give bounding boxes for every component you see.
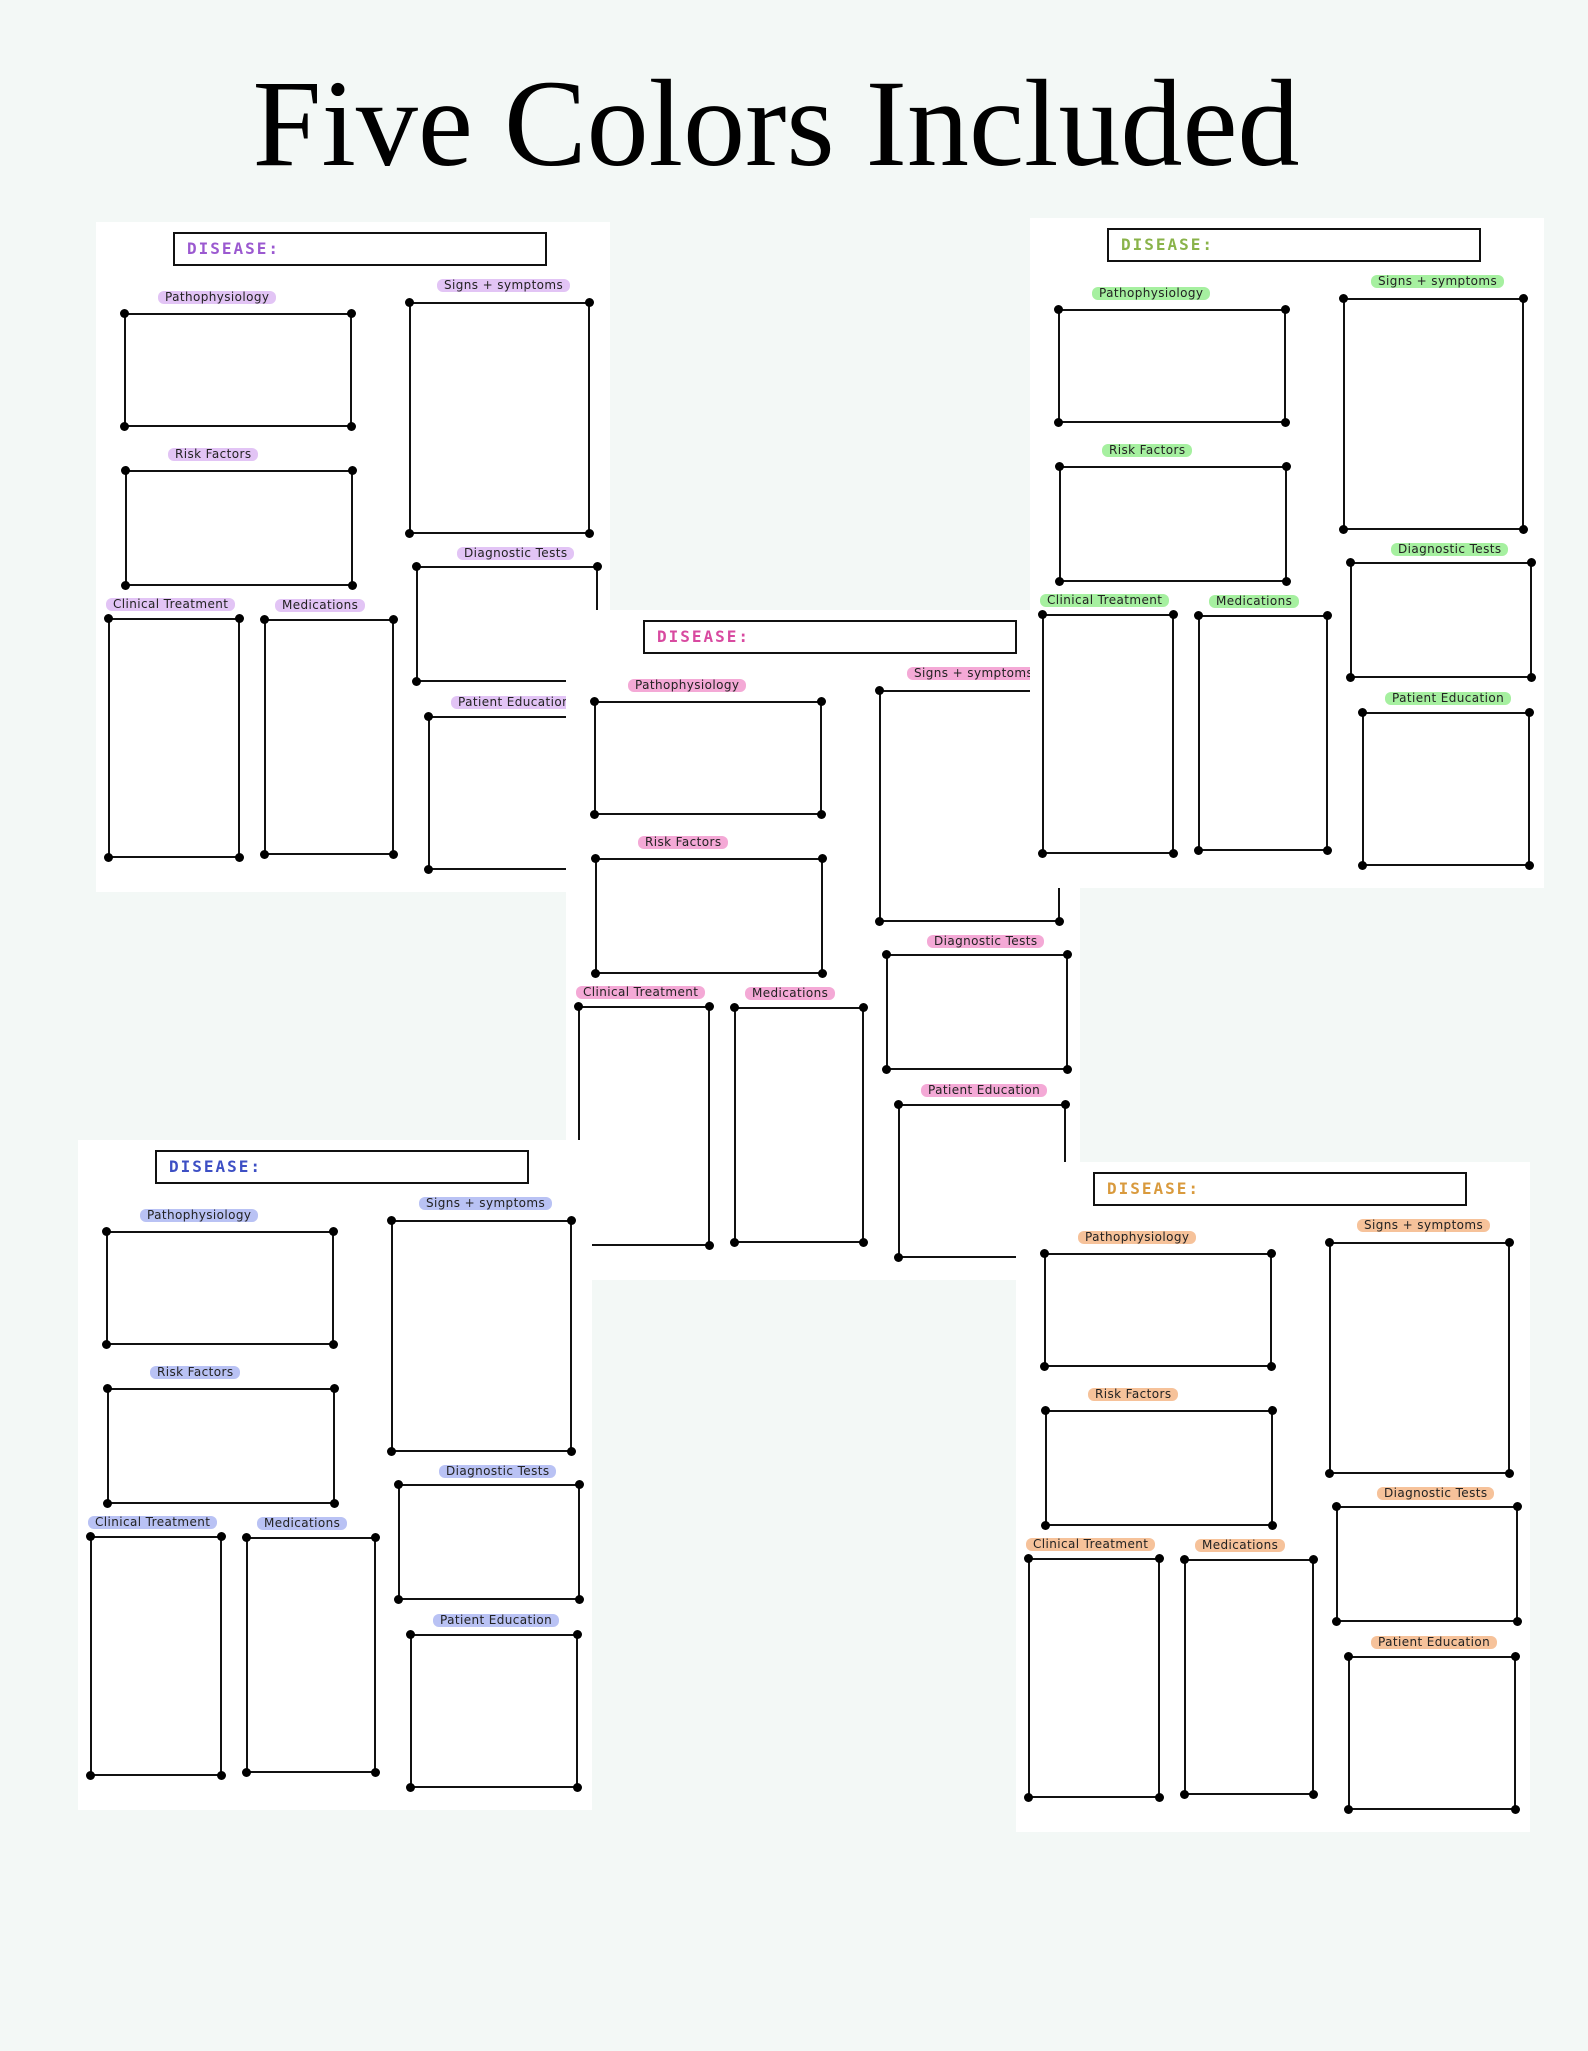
diagnostic-tests-label: Diagnostic Tests <box>1377 1487 1495 1500</box>
risk-factors-label: Risk Factors <box>168 448 259 461</box>
diagnostic-tests-label: Diagnostic Tests <box>457 547 575 560</box>
pathophysiology-box <box>102 1227 338 1349</box>
worksheet-preview-green: DISEASE: Pathophysiology Signs + symptom… <box>1030 218 1544 888</box>
patient-education-label: Patient Education <box>433 1614 560 1627</box>
medications-label: Medications <box>745 987 836 1000</box>
disease-field: DISEASE: <box>643 620 1017 654</box>
signs-symptoms-label: Signs + symptoms <box>907 667 1041 680</box>
risk-factors-box <box>121 466 357 590</box>
clinical-treatment-label: Clinical Treatment <box>576 986 706 999</box>
clinical-treatment-box <box>104 614 244 862</box>
clinical-treatment-box <box>574 1002 714 1250</box>
signs-symptoms-label: Signs + symptoms <box>1357 1219 1491 1232</box>
patient-education-label: Patient Education <box>451 696 578 709</box>
medications-box <box>260 615 398 859</box>
risk-factors-box <box>591 854 827 978</box>
worksheet-preview-pink: DISEASE: Pathophysiology Signs + symptom… <box>566 610 1080 1280</box>
medications-label: Medications <box>1195 1539 1286 1552</box>
clinical-treatment-label: Clinical Treatment <box>88 1516 218 1529</box>
worksheet-preview-orange: DISEASE: Pathophysiology Signs + symptom… <box>1016 1162 1530 1832</box>
signs-symptoms-box <box>1339 294 1528 534</box>
patient-education-label: Patient Education <box>1385 692 1512 705</box>
disease-label: DISEASE: <box>1121 235 1215 254</box>
medications-label: Medications <box>1209 595 1300 608</box>
signs-symptoms-box <box>387 1216 576 1456</box>
disease-field: DISEASE: <box>155 1150 529 1184</box>
diagnostic-tests-label: Diagnostic Tests <box>439 1465 557 1478</box>
patient-education-box <box>1358 708 1534 870</box>
patient-education-box <box>406 1630 582 1792</box>
pathophysiology-box <box>1054 305 1290 427</box>
diagnostic-tests-box <box>1332 1502 1522 1626</box>
medications-box <box>730 1003 868 1247</box>
clinical-treatment-label: Clinical Treatment <box>1040 594 1170 607</box>
clinical-treatment-box <box>86 1532 226 1780</box>
medications-label: Medications <box>257 1517 348 1530</box>
medications-box <box>1194 611 1332 855</box>
diagnostic-tests-label: Diagnostic Tests <box>1391 543 1509 556</box>
risk-factors-box <box>1055 462 1291 586</box>
disease-label: DISEASE: <box>657 627 751 646</box>
pathophysiology-label: Pathophysiology <box>1078 1231 1197 1244</box>
clinical-treatment-label: Clinical Treatment <box>1026 1538 1156 1551</box>
disease-label: DISEASE: <box>169 1157 263 1176</box>
disease-label: DISEASE: <box>187 239 281 258</box>
pathophysiology-box <box>1040 1249 1276 1371</box>
signs-symptoms-label: Signs + symptoms <box>419 1197 553 1210</box>
pathophysiology-box <box>590 697 826 819</box>
pathophysiology-box <box>120 309 356 431</box>
risk-factors-box <box>103 1384 339 1508</box>
clinical-treatment-label: Clinical Treatment <box>106 598 236 611</box>
medications-label: Medications <box>275 599 366 612</box>
diagnostic-tests-box <box>882 950 1072 1074</box>
signs-symptoms-box <box>1325 1238 1514 1478</box>
patient-education-label: Patient Education <box>921 1084 1048 1097</box>
pathophysiology-label: Pathophysiology <box>1092 287 1211 300</box>
pathophysiology-label: Pathophysiology <box>158 291 277 304</box>
risk-factors-label: Risk Factors <box>1102 444 1193 457</box>
worksheet-preview-purple: DISEASE: Pathophysiology Signs + symptom… <box>96 222 610 892</box>
patient-education-box <box>1344 1652 1520 1814</box>
risk-factors-label: Risk Factors <box>1088 1388 1179 1401</box>
diagnostic-tests-box <box>1346 558 1536 682</box>
medications-box <box>242 1533 380 1777</box>
signs-symptoms-box <box>405 298 594 538</box>
risk-factors-box <box>1041 1406 1277 1530</box>
risk-factors-label: Risk Factors <box>638 836 729 849</box>
pathophysiology-label: Pathophysiology <box>140 1209 259 1222</box>
patient-education-label: Patient Education <box>1371 1636 1498 1649</box>
disease-field: DISEASE: <box>1107 228 1481 262</box>
risk-factors-label: Risk Factors <box>150 1366 241 1379</box>
diagnostic-tests-box <box>394 1480 584 1604</box>
signs-symptoms-label: Signs + symptoms <box>1371 275 1505 288</box>
disease-field: DISEASE: <box>1093 1172 1467 1206</box>
pathophysiology-label: Pathophysiology <box>628 679 747 692</box>
signs-symptoms-label: Signs + symptoms <box>437 279 571 292</box>
clinical-treatment-box <box>1024 1554 1164 1802</box>
worksheet-preview-blue: DISEASE: Pathophysiology Signs + symptom… <box>78 1140 592 1810</box>
page-title: Five Colors Included <box>252 55 1300 192</box>
clinical-treatment-box <box>1038 610 1178 858</box>
medications-box <box>1180 1555 1318 1799</box>
disease-label: DISEASE: <box>1107 1179 1201 1198</box>
disease-field: DISEASE: <box>173 232 547 266</box>
diagnostic-tests-label: Diagnostic Tests <box>927 935 1045 948</box>
